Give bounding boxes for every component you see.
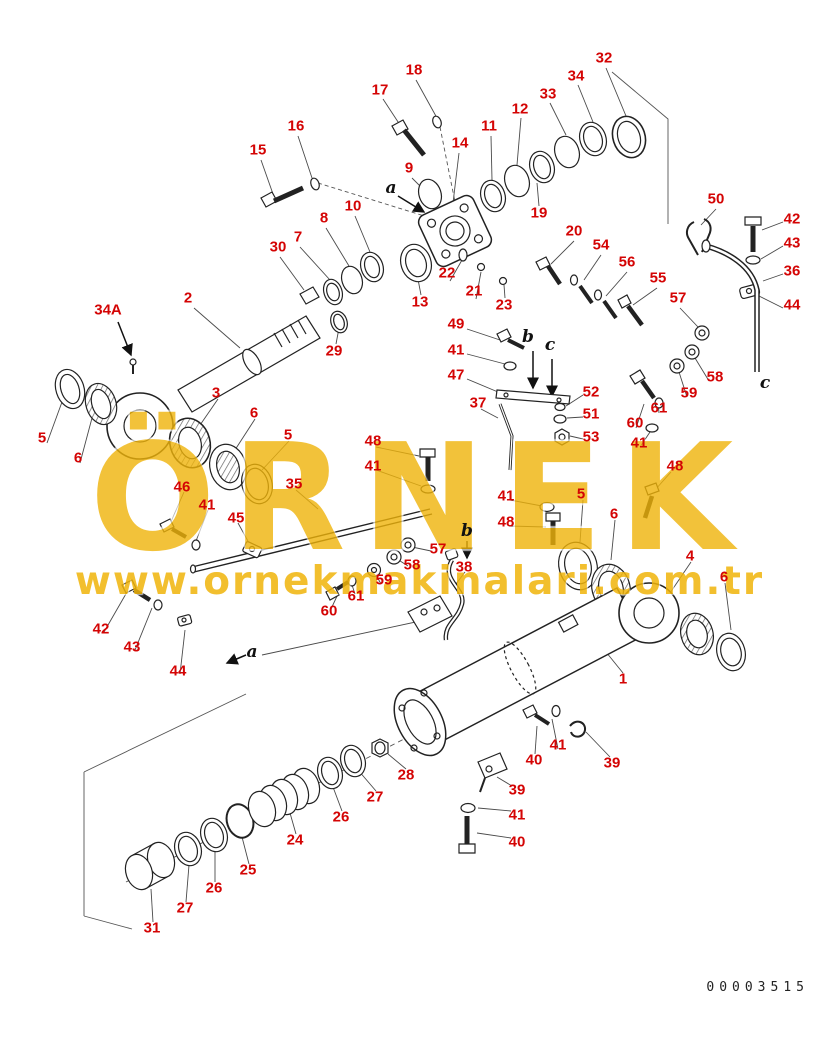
figure-number: 00003515 xyxy=(706,980,809,995)
head-eye-bushings xyxy=(680,612,746,672)
grease-fitting-34a xyxy=(129,358,137,374)
shim-and-fasteners xyxy=(495,328,571,471)
piston-rod xyxy=(106,315,321,460)
clamp-set-right xyxy=(629,344,700,433)
gland-seals xyxy=(299,178,443,334)
piston-stack xyxy=(124,738,389,891)
view-arrows xyxy=(117,195,558,665)
bolt-15-16 xyxy=(260,177,320,208)
grease-pipe-assembly xyxy=(685,216,762,372)
hose-assembly-38 xyxy=(325,537,465,641)
rod-eye-bushings xyxy=(168,417,273,505)
clamp-hardware-lower-right xyxy=(458,704,587,854)
bolt-17-18 xyxy=(391,115,442,157)
tube-35-and-mounts xyxy=(121,508,433,627)
leader-lines xyxy=(46,67,784,923)
pin-parts-20-23 xyxy=(458,248,562,286)
seal-rings-left xyxy=(54,368,118,426)
construction-lines xyxy=(83,71,669,930)
bolts-54-55-56 xyxy=(569,274,710,341)
cylinder-tube xyxy=(393,582,680,757)
mount-bolts-48 xyxy=(419,448,660,545)
head-bushings xyxy=(479,115,647,213)
cylinder-gland xyxy=(417,194,493,268)
